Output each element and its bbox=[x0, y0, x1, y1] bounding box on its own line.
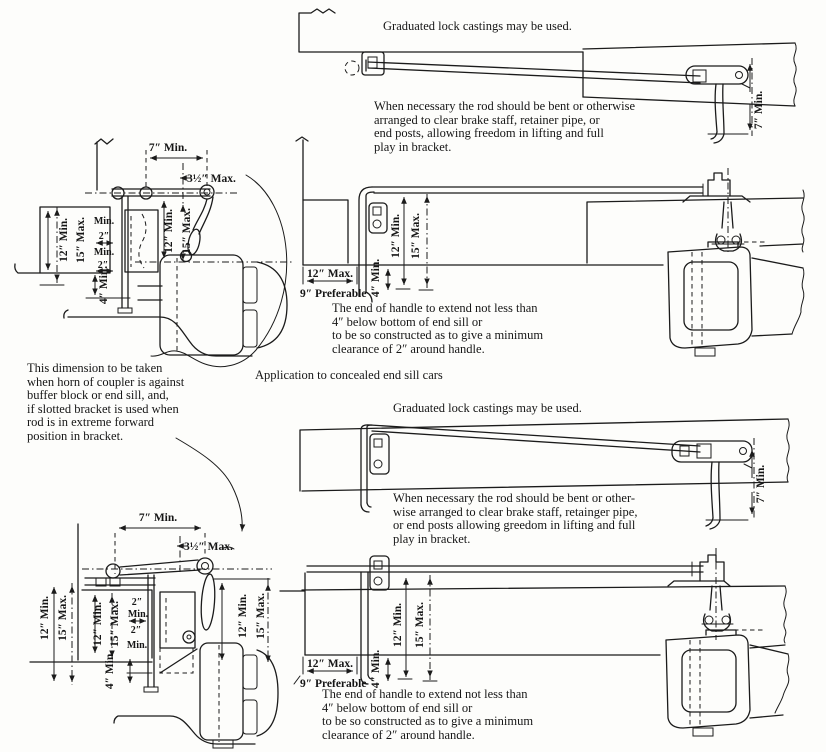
dim-label: Min. bbox=[94, 216, 115, 227]
dim-label: 15″ Max. bbox=[109, 601, 121, 647]
coupler-head bbox=[113, 642, 279, 749]
dim-label: 15″ Max. bbox=[57, 595, 69, 641]
dim-label: 15″ Max. bbox=[181, 208, 193, 254]
dim-label: 15″ Max. bbox=[414, 602, 426, 648]
uncoupling-rod bbox=[365, 59, 701, 84]
dim-label: 2″ bbox=[99, 231, 110, 242]
dim-label: 9″ Preferable bbox=[300, 288, 366, 300]
dim-label: 4″ Min. bbox=[370, 650, 382, 688]
lock-casting-and-linkage bbox=[691, 548, 734, 640]
coupler bbox=[665, 629, 790, 737]
dim-label: 12″ Min. bbox=[39, 596, 51, 640]
dim-label: Min. bbox=[128, 609, 149, 620]
dim-label: 9″ Preferable bbox=[300, 678, 366, 690]
dim-label: 7″ Min. bbox=[149, 142, 187, 154]
dim-3half-max: 3½″ Max. bbox=[177, 536, 233, 572]
dims-center-column: Min. 2″ Min. 2″ bbox=[94, 216, 115, 274]
dim-label: 4″ Min. bbox=[98, 266, 110, 304]
rod-hanger-bracket bbox=[344, 51, 385, 76]
vertical-lever-rod bbox=[143, 574, 159, 693]
dim-7-min: 7″ Min. bbox=[145, 142, 208, 188]
dim-label: 12″ Max. bbox=[307, 268, 353, 280]
rod-bracket bbox=[369, 433, 390, 475]
bottom-left-end-view-drawing: 7″ Min. 3½″ Max. bbox=[29, 512, 279, 749]
dim-4-min: 4″ Min. bbox=[104, 651, 153, 689]
lever-bar-and-pivots bbox=[85, 184, 237, 200]
caption-graduated-bottom: Graduated lock castings may be used. bbox=[393, 401, 582, 415]
dim-label: Min. bbox=[127, 640, 148, 651]
dim-label: 12″ Min. bbox=[390, 214, 402, 258]
bent-rod bbox=[360, 424, 701, 513]
lever-bracket-and-handle bbox=[671, 440, 753, 530]
dim-label: 4″ Min. bbox=[104, 651, 116, 689]
dim-label: 12″ Min. bbox=[163, 209, 175, 253]
dim-label: 15″ Max. bbox=[410, 213, 422, 259]
dims-left-column: 12″ Min. 15″ Max. bbox=[39, 207, 87, 286]
dims-right: 12″ Min. 15″ Max. bbox=[212, 578, 271, 665]
dim-label: 4″ Min. bbox=[370, 259, 382, 297]
end-sill-and-body bbox=[295, 136, 805, 266]
dims-middle-right: 12″ Max. 9″ Preferable 4″ Min. 12″ Min. … bbox=[300, 194, 434, 300]
end-sill-band bbox=[279, 572, 787, 656]
lever-bracket-and-handle bbox=[685, 65, 749, 144]
note-rod-bent-top: When necessary the rod should be bent or… bbox=[374, 99, 636, 154]
dim-label: 15″ Max. bbox=[75, 217, 87, 263]
dim-label: 2″ bbox=[131, 625, 142, 636]
middle-right-elevation-drawing: 12″ Max. 9″ Preferable 4″ Min. 12″ Min. … bbox=[295, 136, 805, 357]
rod-and-bracket bbox=[306, 555, 704, 685]
end-post bbox=[94, 138, 114, 191]
vertical-lever-rod bbox=[117, 195, 133, 314]
dim-label: 3½″ Max. bbox=[187, 173, 236, 185]
coupler bbox=[667, 241, 805, 357]
dim-label: 12″ Max. bbox=[307, 658, 353, 670]
bottom-right-elevation-upper: 7″ Min. bbox=[299, 418, 790, 530]
dim-label: 7″ Min. bbox=[753, 91, 765, 129]
dim-label: 2″ bbox=[132, 597, 143, 608]
end-sill-outline bbox=[298, 8, 797, 107]
lock-casting-and-linkage bbox=[702, 168, 745, 252]
callout-arc-lower bbox=[175, 437, 246, 550]
chain-link bbox=[182, 573, 216, 644]
dim-label: Min. bbox=[94, 247, 115, 258]
dim-label: 2″ bbox=[98, 260, 109, 271]
dim-7-min: 7″ Min. bbox=[705, 438, 767, 521]
lever-bar-and-pivots bbox=[82, 557, 272, 587]
dim-7-min-top: 7″ Min. bbox=[707, 58, 765, 136]
dim-label: 12″ Min. bbox=[237, 594, 249, 638]
dim-3half-max: 3½″ Max. bbox=[180, 163, 236, 205]
top-left-end-view-drawing: 7″ Min. 3½″ Max. bbox=[14, 138, 292, 368]
dims-far-left: 12″ Min. 15″ Max. bbox=[39, 583, 75, 685]
note-handle-top: The end of handle to extend not less tha… bbox=[332, 301, 544, 356]
dim-7-min: 7″ Min. bbox=[114, 512, 206, 574]
dim-label: 12″ Min. bbox=[92, 602, 104, 646]
top-right-elevation-drawing: 7″ Min. bbox=[298, 8, 797, 144]
dims-2in: 2″ Min. 2″ Min. bbox=[127, 597, 149, 651]
caption-graduated-top: Graduated lock castings may be used. bbox=[383, 19, 572, 33]
note-handle-bottom: The end of handle to extend not less tha… bbox=[322, 687, 534, 742]
callout-arc-upper bbox=[150, 174, 288, 368]
dim-label: 12″ Min. bbox=[392, 603, 404, 647]
coupler-head bbox=[63, 254, 292, 357]
dims-mid-left: 12″ Min. 15″ Max. bbox=[92, 593, 121, 660]
note-rod-bent-bottom: When necessary the rod should be bent or… bbox=[393, 491, 638, 546]
dim-4-min: 4″ Min. bbox=[85, 266, 131, 304]
end-sill-band bbox=[299, 418, 790, 492]
dims-right-column: 12″ Min. 15″ Max. bbox=[161, 201, 193, 260]
dims-bottom-right: 12″ Max. 9″ Preferable 4″ Min. 12″ Min. … bbox=[293, 575, 438, 690]
caption-application: Application to concealed end sill cars bbox=[255, 368, 443, 382]
note-dimension-callout: This dimension to be taken when horn of … bbox=[27, 361, 185, 443]
dim-label: 15″ Max. bbox=[255, 593, 267, 639]
dim-label: 7″ Min. bbox=[139, 512, 177, 524]
dim-label: 3½″ Max. bbox=[184, 541, 233, 553]
bottom-right-elevation-lower: 12″ Max. 9″ Preferable 4″ Min. 12″ Min. … bbox=[279, 548, 790, 737]
dim-label: 12″ Min. bbox=[58, 218, 70, 262]
bent-rod-and-bracket bbox=[358, 186, 704, 303]
dim-label: 7″ Min. bbox=[755, 465, 767, 503]
